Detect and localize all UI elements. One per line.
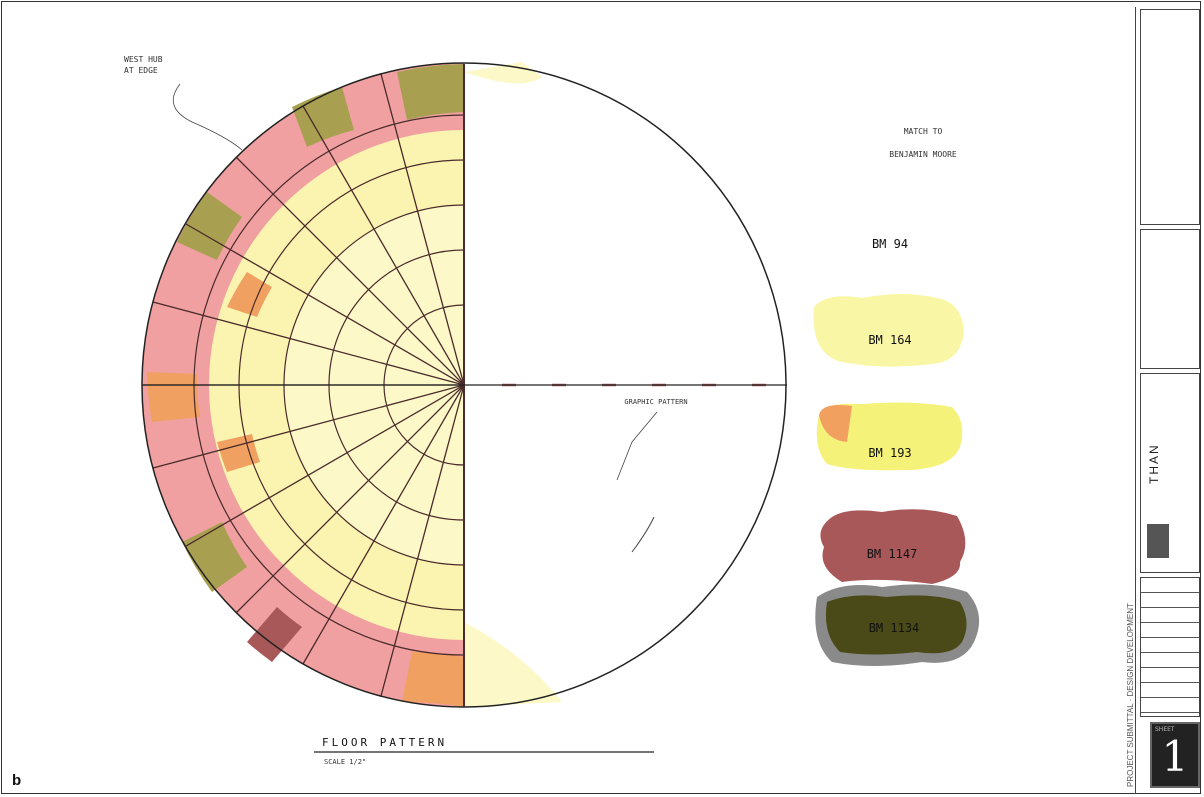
tile-orange bbox=[227, 272, 272, 317]
tb-project-name: THAN bbox=[1147, 443, 1161, 484]
drawing-scale: SCALE 1/2" bbox=[324, 758, 366, 766]
swatch-legend: BM 94 BM 164 BM 193 BM 1147 BM 1134 bbox=[813, 237, 980, 666]
revision-row bbox=[1141, 593, 1199, 608]
revision-row bbox=[1141, 653, 1199, 668]
swatch-5-label: BM 1134 bbox=[869, 621, 920, 635]
title-block: THAN SHEET 1 bbox=[1135, 7, 1202, 794]
revision-row bbox=[1141, 668, 1199, 683]
match-note-line1: MATCH TO bbox=[904, 127, 943, 136]
revision-row bbox=[1141, 623, 1199, 638]
leader-line bbox=[631, 516, 655, 553]
swatch-2 bbox=[813, 294, 964, 367]
tile-brown bbox=[247, 607, 302, 662]
match-note-line2: BENJAMIN MOORE bbox=[889, 150, 957, 159]
tb-firm-box: THAN bbox=[1140, 373, 1200, 573]
tile-orange bbox=[402, 651, 464, 707]
revision-row bbox=[1141, 638, 1199, 653]
sheet-number: 1 bbox=[1161, 732, 1189, 781]
swatch-4 bbox=[820, 509, 966, 584]
firm-logo bbox=[1147, 524, 1169, 558]
swatch-1-label: BM 94 bbox=[872, 237, 908, 251]
swatch-3-accent bbox=[819, 405, 852, 442]
leader-line bbox=[616, 411, 658, 481]
sheet-label: SHEET bbox=[1155, 726, 1175, 733]
sheet-number-box: SHEET 1 bbox=[1150, 722, 1200, 788]
tile-orange bbox=[147, 372, 200, 422]
tile-olive bbox=[292, 87, 354, 147]
tb-client-box bbox=[1140, 229, 1200, 369]
panel-label: b bbox=[12, 772, 22, 789]
revision-row bbox=[1141, 698, 1199, 713]
swatch-4-label: BM 1147 bbox=[867, 547, 918, 561]
revision-row bbox=[1141, 683, 1199, 698]
revision-row bbox=[1141, 578, 1199, 593]
leader-line bbox=[172, 83, 243, 151]
tile-orange bbox=[217, 434, 260, 472]
tile-olive bbox=[397, 64, 464, 120]
drawing-title-block: FLOOR PATTERN SCALE 1/2" bbox=[314, 736, 654, 766]
swatch-3-label: BM 193 bbox=[868, 446, 911, 460]
drawing-title: FLOOR PATTERN bbox=[322, 736, 447, 749]
tb-notes-box bbox=[1140, 9, 1200, 225]
swatch-2-label: BM 164 bbox=[868, 333, 911, 347]
right-half-traces bbox=[464, 62, 782, 707]
center-note: GRAPHIC PATTERN bbox=[624, 398, 687, 406]
colored-half bbox=[142, 63, 464, 707]
swatch-3 bbox=[816, 402, 963, 471]
tile-olive bbox=[177, 192, 242, 260]
tb-revision-table bbox=[1140, 577, 1200, 717]
tb-vertical-note: PROJECT SUBMITTAL · DESIGN DEVELOPMENT bbox=[1126, 603, 1135, 787]
revision-row bbox=[1141, 608, 1199, 623]
swatch-5 bbox=[825, 595, 967, 655]
